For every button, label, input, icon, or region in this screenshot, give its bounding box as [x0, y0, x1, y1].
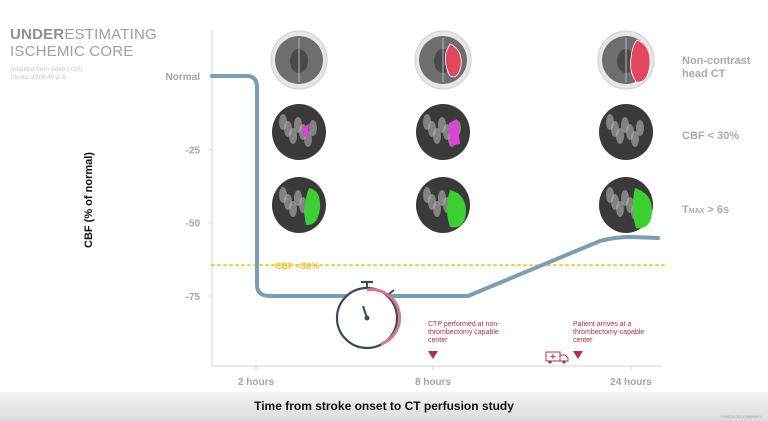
- citation: Adapted from Albers GW, Stroke 2018;49:1…: [10, 66, 84, 82]
- brain-texture: [433, 128, 441, 144]
- annotation-ctp: CTP performed at non-thrombectomy capabl…: [428, 321, 500, 344]
- brain-scan: [414, 30, 472, 90]
- tmax-lesion-8h: [447, 190, 466, 228]
- title-line2: ISCHEMIC CORE: [10, 43, 134, 60]
- row-label-tmax-main: T: [682, 204, 689, 216]
- x-axis-label: Time from stroke onset to CT perfusion s…: [254, 399, 514, 413]
- row-label-tmax-tail: > 6s: [704, 204, 730, 216]
- stopwatch-icon: [335, 280, 402, 350]
- ambulance-wheel: [562, 360, 566, 364]
- stopwatch-button: [388, 289, 395, 295]
- row-label-ncct-line1: Non-contrast: [682, 55, 751, 67]
- row-label-tmax-small: MAX: [688, 208, 705, 215]
- brain-scan: [272, 104, 326, 160]
- brain-texture: [616, 201, 624, 217]
- brain-scan: [270, 30, 328, 90]
- triangle-marker-icon: [573, 351, 583, 359]
- brain-texture: [289, 201, 297, 217]
- watermark: © MEDICAL CHANNEL: [720, 414, 762, 419]
- brain-scan: [599, 104, 653, 160]
- citation-line2: Stroke 2018;49:1-5: [10, 74, 66, 81]
- row-label-cbf: CBF < 30%: [682, 130, 740, 142]
- title-rest: ESTIMATING: [64, 26, 157, 43]
- y-tick-label: -50: [186, 219, 201, 230]
- row-label-tmax: TMAX > 6s: [682, 204, 729, 218]
- row-label-ncct-line2: head CT: [682, 68, 726, 80]
- ambulance-cab: [559, 354, 569, 362]
- core-lesion-8h: [445, 43, 462, 78]
- cbf-series-line: [210, 74, 660, 298]
- brain-texture: [636, 120, 644, 136]
- title-strong: UNDER: [10, 26, 65, 43]
- brain-texture: [433, 201, 441, 217]
- x-tick-label: 24 hours: [610, 377, 652, 388]
- threshold-label: CBF <30%: [275, 261, 319, 271]
- ambulance-icon: [545, 351, 569, 364]
- brain-texture: [631, 131, 639, 147]
- brain-texture: [309, 120, 317, 136]
- brain-texture: [289, 128, 297, 144]
- y-tick-label: Normal: [166, 72, 201, 83]
- row-label-ncct: Non-contrast head CT: [682, 55, 750, 81]
- tmax-lesion-2h: [304, 188, 321, 226]
- annotation-arrival: Patient arrives at a thrombectomy-capabl…: [573, 321, 645, 344]
- citation-line1: Adapted from Albers GW,: [10, 66, 84, 73]
- brain-texture: [616, 128, 624, 144]
- x-tick-label: 8 hours: [415, 377, 452, 388]
- x-tick-label: 2 hours: [238, 377, 275, 388]
- bottom-bar: [0, 392, 768, 421]
- triangle-marker-icon: [428, 351, 438, 359]
- stopwatch-center: [364, 315, 370, 321]
- y-tick-label: -75: [186, 292, 201, 303]
- core-lesion-24h: [630, 39, 651, 83]
- slide-title: UNDERESTIMATING ISCHEMIC CORE: [10, 26, 157, 60]
- cbf-lesion-8h: [449, 119, 460, 146]
- ambulance-wheel: [548, 360, 552, 364]
- brain-scan: [416, 104, 470, 160]
- y-tick-label: -25: [186, 145, 201, 156]
- stopwatch-arc: [366, 288, 402, 346]
- tmax-lesion-24h: [632, 188, 653, 229]
- cbf-lesion-2h: [303, 124, 309, 138]
